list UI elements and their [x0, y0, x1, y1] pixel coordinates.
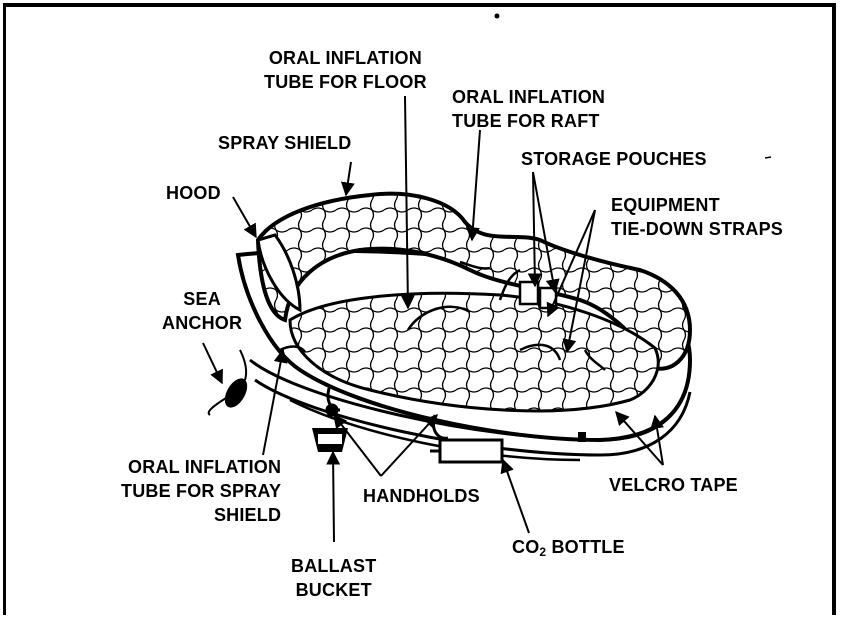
label-oral-inflation-spray-shield: ORAL INFLATION TUBE FOR SPRAY SHIELD [121, 455, 281, 527]
label-co2-bottle: CO2 BOTTLE [512, 535, 625, 564]
label-handholds: HANDHOLDS [363, 484, 480, 508]
label-equipment-tie-down-straps: EQUIPMENT TIE-DOWN STRAPS [611, 193, 783, 241]
label-oral-inflation-raft: ORAL INFLATION TUBE FOR RAFT [452, 85, 605, 133]
sea-anchor [209, 350, 252, 415]
label-oral-inflation-floor: ORAL INFLATION TUBE FOR FLOOR [264, 46, 427, 94]
label-storage-pouches: STORAGE POUCHES [521, 147, 707, 171]
ballast-bucket [312, 428, 348, 452]
velcro-tab [578, 432, 586, 442]
stray-mark [765, 157, 771, 158]
dot-mark [495, 14, 500, 19]
co2-bottle [430, 440, 502, 462]
label-hood: HOOD [166, 181, 221, 205]
label-spray-shield: SPRAY SHIELD [218, 131, 351, 155]
label-sea-anchor: SEA ANCHOR [162, 287, 242, 335]
label-ballast-bucket: BALLAST BUCKET [291, 554, 376, 602]
label-velcro-tape: VELCRO TAPE [609, 473, 738, 497]
